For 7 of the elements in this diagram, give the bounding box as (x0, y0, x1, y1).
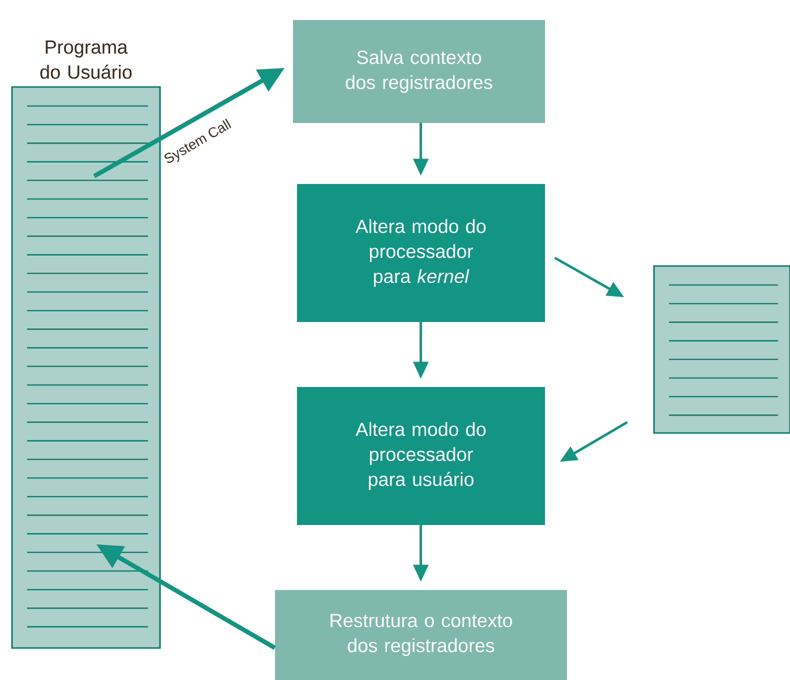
process-box: Salva contexto dos registradores (293, 20, 545, 123)
list-drawing (653, 265, 790, 434)
process-box: Altera modo do processador para usuário (297, 387, 545, 525)
process-box: Altera modo do processador para kernel (297, 184, 545, 322)
process-box: Restrutura o contexto dos registradores (275, 590, 567, 680)
heading: Programa do Usuário (40, 40, 132, 79)
list-drawing (11, 86, 161, 649)
